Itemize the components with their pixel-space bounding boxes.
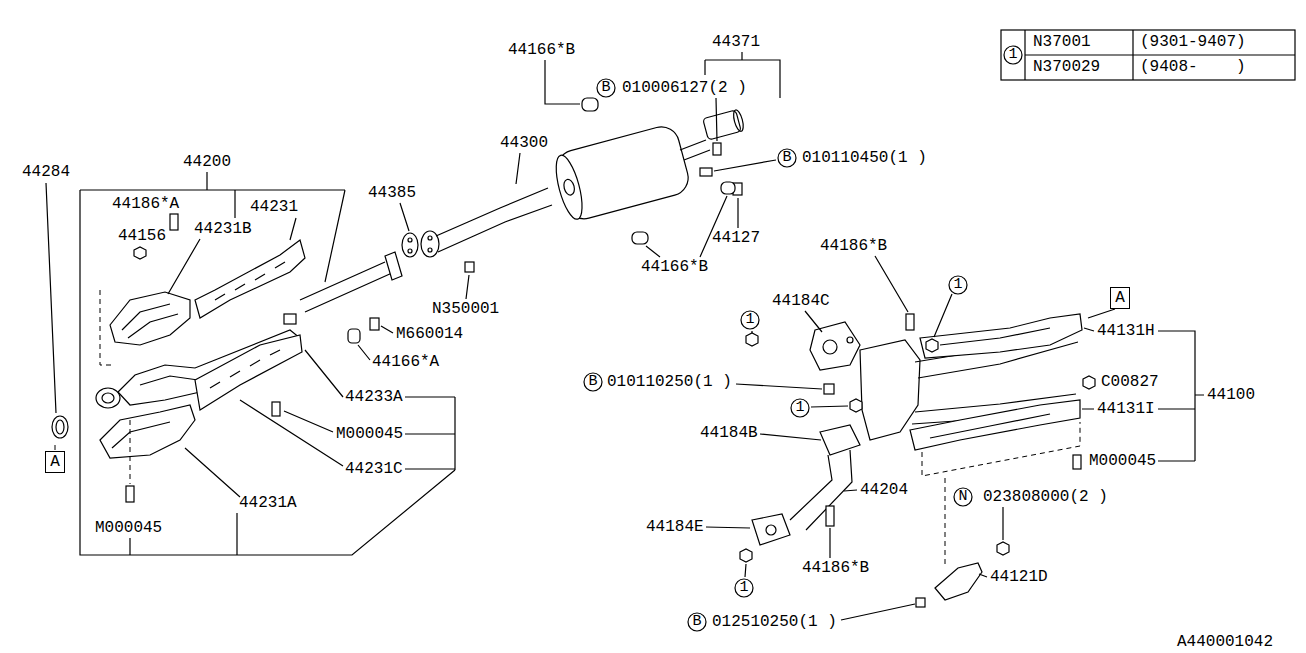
table-frame bbox=[1001, 30, 1295, 80]
fastener-type-mark: B bbox=[687, 612, 707, 632]
circled-letter: 1 bbox=[1008, 47, 1017, 63]
part-number: N350001 bbox=[432, 299, 499, 319]
leader-lines bbox=[46, 52, 1204, 620]
part-number: 44131I bbox=[1097, 399, 1155, 419]
part-number: 012510250(1 ) bbox=[712, 612, 837, 632]
circle-outline bbox=[778, 149, 796, 167]
part-number: 44166*B bbox=[508, 40, 575, 60]
part-number: 44231C bbox=[345, 459, 403, 479]
circle-outline bbox=[949, 276, 967, 294]
table-cell: (9301-9407) bbox=[1140, 32, 1246, 52]
part-number: 44131H bbox=[1097, 321, 1155, 341]
part-number: 44200 bbox=[183, 152, 231, 172]
circled-letter: B bbox=[692, 614, 701, 630]
part-number: 44184E bbox=[646, 517, 704, 537]
circle-outline bbox=[584, 373, 602, 391]
drawing-number: A440001042 bbox=[1177, 632, 1273, 652]
circle-outline bbox=[597, 79, 615, 97]
part-number: 44121D bbox=[990, 567, 1048, 587]
part-number: 44371 bbox=[712, 32, 760, 52]
part-number: 010110450(1 ) bbox=[802, 148, 927, 168]
part-number: M000045 bbox=[1089, 451, 1156, 471]
marker-letter: A bbox=[1115, 289, 1125, 307]
section-marker: A bbox=[45, 451, 65, 473]
part-number: 44166*B bbox=[641, 257, 708, 277]
circled-letter: B bbox=[588, 374, 597, 390]
part-number: 44184B bbox=[700, 423, 758, 443]
part-number: 44231B bbox=[194, 219, 252, 239]
part-number: 44231A bbox=[239, 493, 297, 513]
part-number: 44127 bbox=[712, 228, 760, 248]
section-marker: A bbox=[1110, 287, 1130, 309]
part-number: 44284 bbox=[22, 162, 70, 182]
table-cell: N37001 bbox=[1033, 32, 1091, 52]
circled-callout: 1 bbox=[740, 310, 760, 330]
part-number: M000045 bbox=[95, 518, 162, 538]
circled-letter: 1 bbox=[745, 312, 754, 328]
part-number: M000045 bbox=[336, 424, 403, 444]
dashed-guide bbox=[55, 290, 130, 484]
circle-outline bbox=[688, 613, 706, 631]
circled-callout: 1 bbox=[790, 398, 810, 418]
exhaust-manifold bbox=[740, 314, 1095, 607]
table-cell: N370029 bbox=[1033, 57, 1100, 77]
fastener-type-mark: N bbox=[953, 487, 973, 507]
front-pipe-assembly bbox=[52, 214, 418, 502]
part-number: 010110250(1 ) bbox=[607, 372, 732, 392]
part-number: C00827 bbox=[1101, 372, 1159, 392]
circled-letter: B bbox=[601, 80, 610, 96]
part-number: 44186*B bbox=[802, 558, 869, 578]
part-number: 44186*B bbox=[820, 236, 887, 256]
part-number: 44233A bbox=[345, 387, 403, 407]
circle-outline bbox=[954, 488, 972, 506]
fastener-type-mark: B bbox=[777, 148, 797, 168]
circled-letter: 1 bbox=[795, 400, 804, 416]
part-number: 010006127(2 ) bbox=[622, 78, 747, 98]
part-number: 44231 bbox=[250, 197, 298, 217]
circled-letter: 1 bbox=[739, 580, 748, 596]
part-number: 44385 bbox=[368, 183, 416, 203]
circled-letter: B bbox=[782, 150, 791, 166]
table-grid bbox=[1025, 30, 1295, 80]
circle-outline bbox=[791, 399, 809, 417]
circle-outline bbox=[741, 311, 759, 329]
part-number: 44166*A bbox=[372, 352, 439, 372]
part-number: 44300 bbox=[500, 133, 548, 153]
circle-outline bbox=[735, 579, 753, 597]
part-number: 023808000(2 ) bbox=[983, 487, 1108, 507]
marker-letter: A bbox=[50, 453, 60, 471]
fastener-type-mark: B bbox=[583, 372, 603, 392]
part-number: 44156 bbox=[118, 226, 166, 246]
part-number: 44204 bbox=[860, 480, 908, 500]
circled-letter: 1 bbox=[953, 277, 962, 293]
part-number: 44184C bbox=[772, 291, 830, 311]
part-number: M660014 bbox=[396, 324, 463, 344]
circled-callout: 1 bbox=[948, 275, 968, 295]
circled-letter: N bbox=[958, 489, 967, 505]
part-number: 44186*A bbox=[112, 194, 179, 214]
rear-pipe-muffler bbox=[421, 98, 745, 272]
fastener-type-mark: B bbox=[596, 78, 616, 98]
circle-outline bbox=[1004, 46, 1022, 64]
part-number: 44100 bbox=[1207, 385, 1255, 405]
circled-callout: 1 bbox=[734, 578, 754, 598]
circled-callout: 1 bbox=[1003, 45, 1023, 65]
table-cell: (9408- ) bbox=[1140, 57, 1246, 77]
